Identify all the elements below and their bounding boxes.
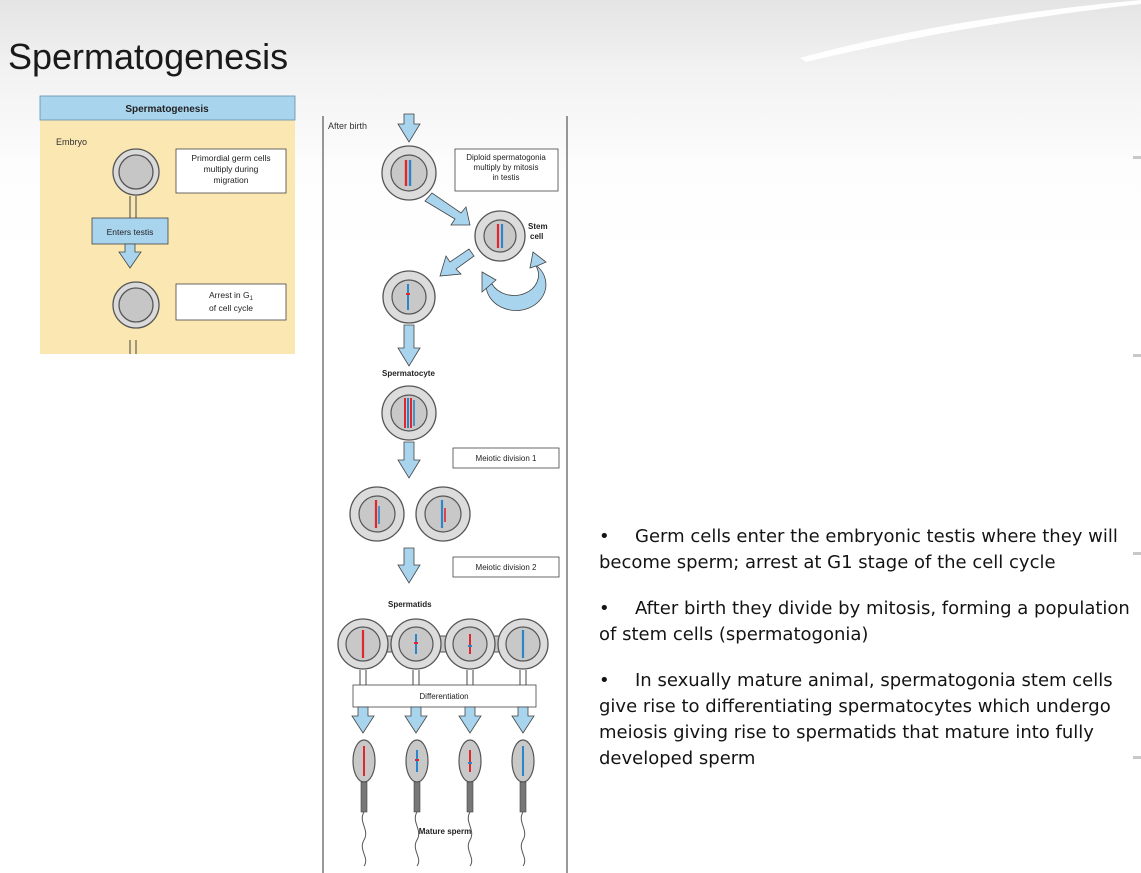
self-renewal-arrow-icon xyxy=(485,251,547,311)
primordial-line: multiply during xyxy=(204,164,259,174)
primordial-line: migration xyxy=(214,175,249,185)
spermatid xyxy=(444,618,496,670)
bullet-item: •Germ cells enter the embryonic testis w… xyxy=(599,526,1118,573)
meiosis2-box xyxy=(452,556,560,578)
diploid-line: in testis xyxy=(492,173,519,182)
embryo-label: Embryo xyxy=(56,137,87,147)
enters-testis-box xyxy=(91,217,169,245)
down-arrow-icon xyxy=(397,324,421,367)
diploid-line: Diploid spermatogonia xyxy=(466,153,546,162)
enters-testis-label: Enters testis xyxy=(107,227,154,237)
arrest-box xyxy=(175,283,287,321)
bullet-text: After birth they divide by mitosis, form… xyxy=(599,598,1130,645)
diploid-spermatogonium xyxy=(381,145,437,201)
bullet-text: Germ cells enter the embryonic testis wh… xyxy=(599,526,1118,573)
differentiation-label: Differentiation xyxy=(419,692,468,701)
diploid-box xyxy=(454,148,559,192)
spermatids-label: Spermatids xyxy=(388,600,432,609)
panel-header-text: Spermatogenesis xyxy=(125,104,209,115)
slide-title: Spermatogenesis xyxy=(8,36,289,77)
spermatogonium xyxy=(382,270,436,324)
panel-header xyxy=(39,95,296,121)
secondary-spermatocyte xyxy=(349,486,405,542)
mature-sperm-label: Mature sperm xyxy=(419,827,471,836)
slide-edge-tick xyxy=(1133,756,1141,759)
decorative-swoosh xyxy=(800,0,1141,62)
diagonal-arrow-icon xyxy=(439,248,475,277)
slide-edge-tick xyxy=(1133,354,1141,357)
bullet-list: •Germ cells enter the embryonic testis w… xyxy=(599,524,1141,792)
stem-label: Stem xyxy=(528,222,548,231)
spermatid xyxy=(390,618,442,670)
stem-cell xyxy=(474,210,526,262)
after-birth-label: After birth xyxy=(328,121,367,131)
mature-sperm xyxy=(511,739,535,867)
diagonal-arrow-icon xyxy=(424,192,471,226)
mature-sperm xyxy=(352,739,376,867)
meiosis2-label: Meiotic division 2 xyxy=(476,563,537,572)
down-arrow-icon xyxy=(404,706,428,734)
secondary-spermatocyte xyxy=(415,486,471,542)
self-renewal-arrowhead-icon xyxy=(481,271,497,293)
arrest-line: Arrest in G1 xyxy=(209,290,254,302)
slide-edge-tick xyxy=(1133,552,1141,555)
spermatid xyxy=(337,618,389,670)
down-arrow-icon xyxy=(458,706,482,734)
down-arrow-icon xyxy=(397,547,421,584)
down-arrow-icon xyxy=(118,243,142,269)
connector-lines xyxy=(359,670,527,685)
mature-sperm xyxy=(458,739,482,867)
meiosis1-label: Meiotic division 1 xyxy=(476,454,537,463)
spermatocyte xyxy=(381,385,437,441)
differentiation-box xyxy=(352,684,537,708)
down-arrow-icon xyxy=(397,113,421,143)
bullet-text: In sexually mature animal, spermatogonia… xyxy=(599,670,1113,769)
slide-edge-tick xyxy=(1133,156,1141,159)
spermatid xyxy=(497,618,549,670)
spermatocyte-label: Spermatocyte xyxy=(382,369,435,378)
stem-label: cell xyxy=(530,232,543,241)
primordial-box xyxy=(175,148,287,194)
bullet-item: •After birth they divide by mitosis, for… xyxy=(599,598,1130,645)
down-arrow-icon xyxy=(351,706,375,734)
primordial-line: Primordial germ cells xyxy=(191,153,270,163)
mature-sperm xyxy=(405,739,429,867)
meiosis1-box xyxy=(452,447,560,469)
down-arrow-icon xyxy=(511,706,535,734)
bullet-item: •In sexually mature animal, spermatogoni… xyxy=(599,670,1113,769)
diploid-line: multiply by mitosis xyxy=(474,163,539,172)
arrest-line: of cell cycle xyxy=(209,303,253,313)
down-arrow-icon xyxy=(397,441,421,479)
